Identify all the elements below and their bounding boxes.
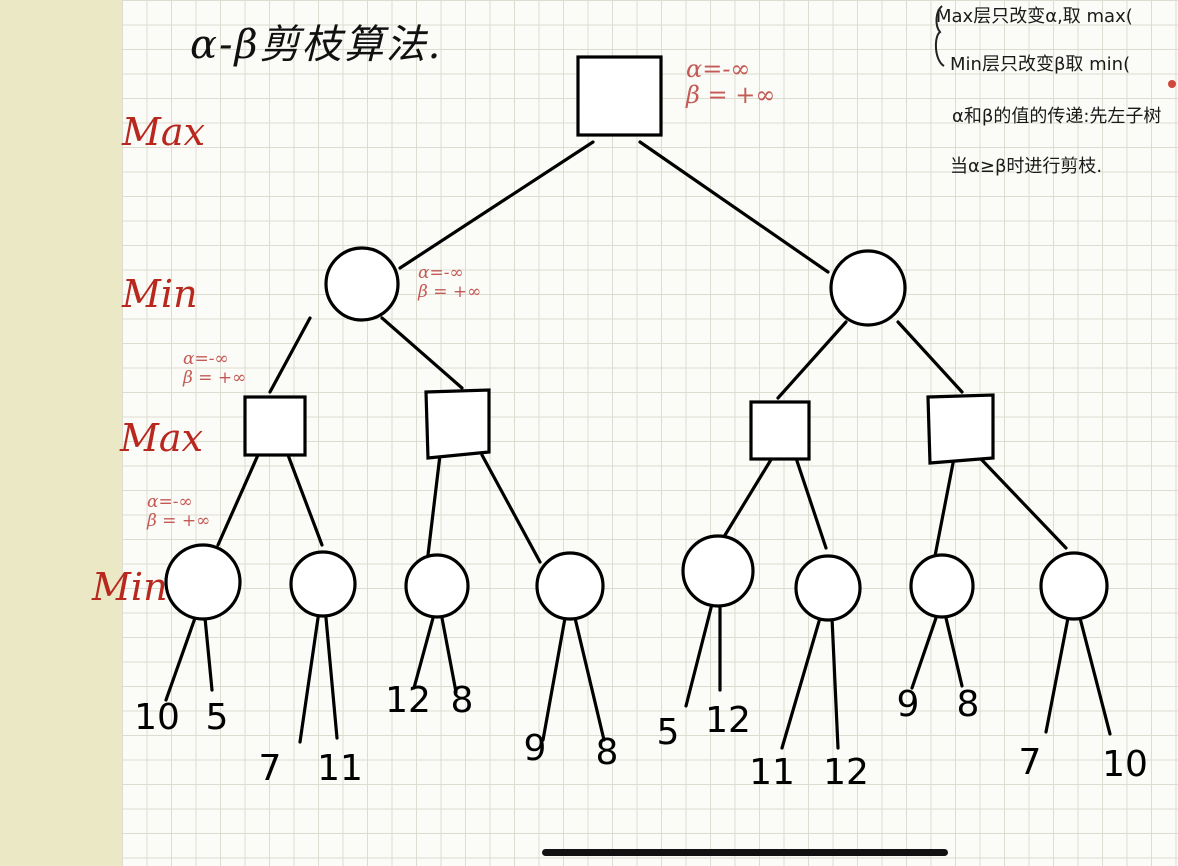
min-node-right (829, 249, 907, 327)
leaf-value-14: 8 (956, 684, 980, 725)
edge (638, 140, 830, 274)
edge (573, 616, 606, 742)
edge (426, 453, 442, 557)
leaf-value-1: 10 (134, 697, 180, 738)
leaf-value-7: 9 (523, 728, 547, 769)
root-alpha-beta-annotation: α=-∞ β = +∞ (686, 55, 776, 110)
min-node-5 (681, 534, 755, 608)
min-node-1 (164, 543, 242, 621)
level-label-min-2: Min (92, 565, 168, 609)
leaf-value-13: 9 (896, 684, 920, 725)
edge (541, 616, 567, 742)
leaf-value-12: 12 (823, 752, 869, 793)
leaf-min-alpha-beta-annotation: α=-∞ β = +∞ (147, 492, 211, 531)
edge (776, 320, 848, 400)
leaf-value-5: 12 (385, 680, 431, 721)
max-node-3 (749, 400, 811, 461)
note-pruning-rule: 当α≥β时进行剪枝. (950, 156, 1103, 177)
pen-cursor-dot (1168, 80, 1176, 88)
max-root-node (576, 55, 663, 137)
edge (216, 453, 260, 547)
edge (412, 616, 435, 690)
notes-brace (934, 5, 945, 67)
edge (780, 616, 822, 750)
edge (933, 456, 956, 558)
edge (286, 453, 324, 547)
edge (398, 140, 595, 270)
diagram-title: α-β剪枝算法. (190, 22, 443, 68)
leaf-value-16: 10 (1102, 744, 1148, 785)
level-label-max-1: Max (122, 110, 205, 154)
note-passing-rule: α和β的值的传递:先左子树 (952, 106, 1162, 127)
edge (1044, 616, 1070, 734)
edge (440, 616, 458, 694)
edge (978, 456, 1068, 550)
leaf-value-11: 11 (749, 752, 795, 793)
leaf-value-10: 12 (705, 700, 751, 741)
leaf-value-3: 7 (258, 748, 282, 789)
leaf-value-2: 5 (205, 697, 229, 738)
max-node-alpha-beta-annotation: α=-∞ β = +∞ (183, 349, 247, 388)
min-node-2 (289, 550, 357, 618)
leaf-value-8: 8 (595, 732, 619, 773)
edge (896, 320, 964, 394)
min-node-8 (1039, 551, 1109, 621)
max-node-2 (424, 388, 491, 460)
edge (944, 616, 964, 688)
edge (380, 316, 464, 390)
min-node-7 (909, 553, 975, 619)
note-min-rule: Min层只改变β取 min( (950, 54, 1131, 75)
min-node-alpha-beta-annotation: α=-∞ β = +∞ (418, 263, 482, 302)
edge (720, 456, 774, 542)
min-node-4 (535, 551, 605, 621)
min-node-6 (794, 554, 862, 622)
edge (268, 316, 312, 394)
note-max-rule: Max层只改变α,取 max( (936, 6, 1133, 27)
leaf-value-6: 8 (450, 680, 474, 721)
edge (298, 616, 320, 744)
edge (480, 453, 542, 564)
edge (830, 616, 840, 750)
level-label-min-1: Min (122, 272, 198, 316)
edge (684, 602, 714, 708)
min-node-left (324, 246, 400, 322)
edge (794, 456, 828, 550)
max-node-1 (243, 395, 307, 457)
edge (203, 616, 214, 692)
edge (910, 616, 938, 690)
max-node-4 (926, 393, 995, 465)
edge (324, 616, 339, 740)
min-node-3 (404, 553, 470, 619)
leaf-value-15: 7 (1018, 742, 1042, 783)
scroll-indicator[interactable] (542, 849, 948, 856)
leaf-value-9: 5 (656, 712, 680, 753)
edge (164, 616, 197, 702)
edge (1078, 616, 1112, 736)
leaf-value-4: 11 (317, 748, 363, 789)
level-label-max-2: Max (120, 416, 203, 460)
